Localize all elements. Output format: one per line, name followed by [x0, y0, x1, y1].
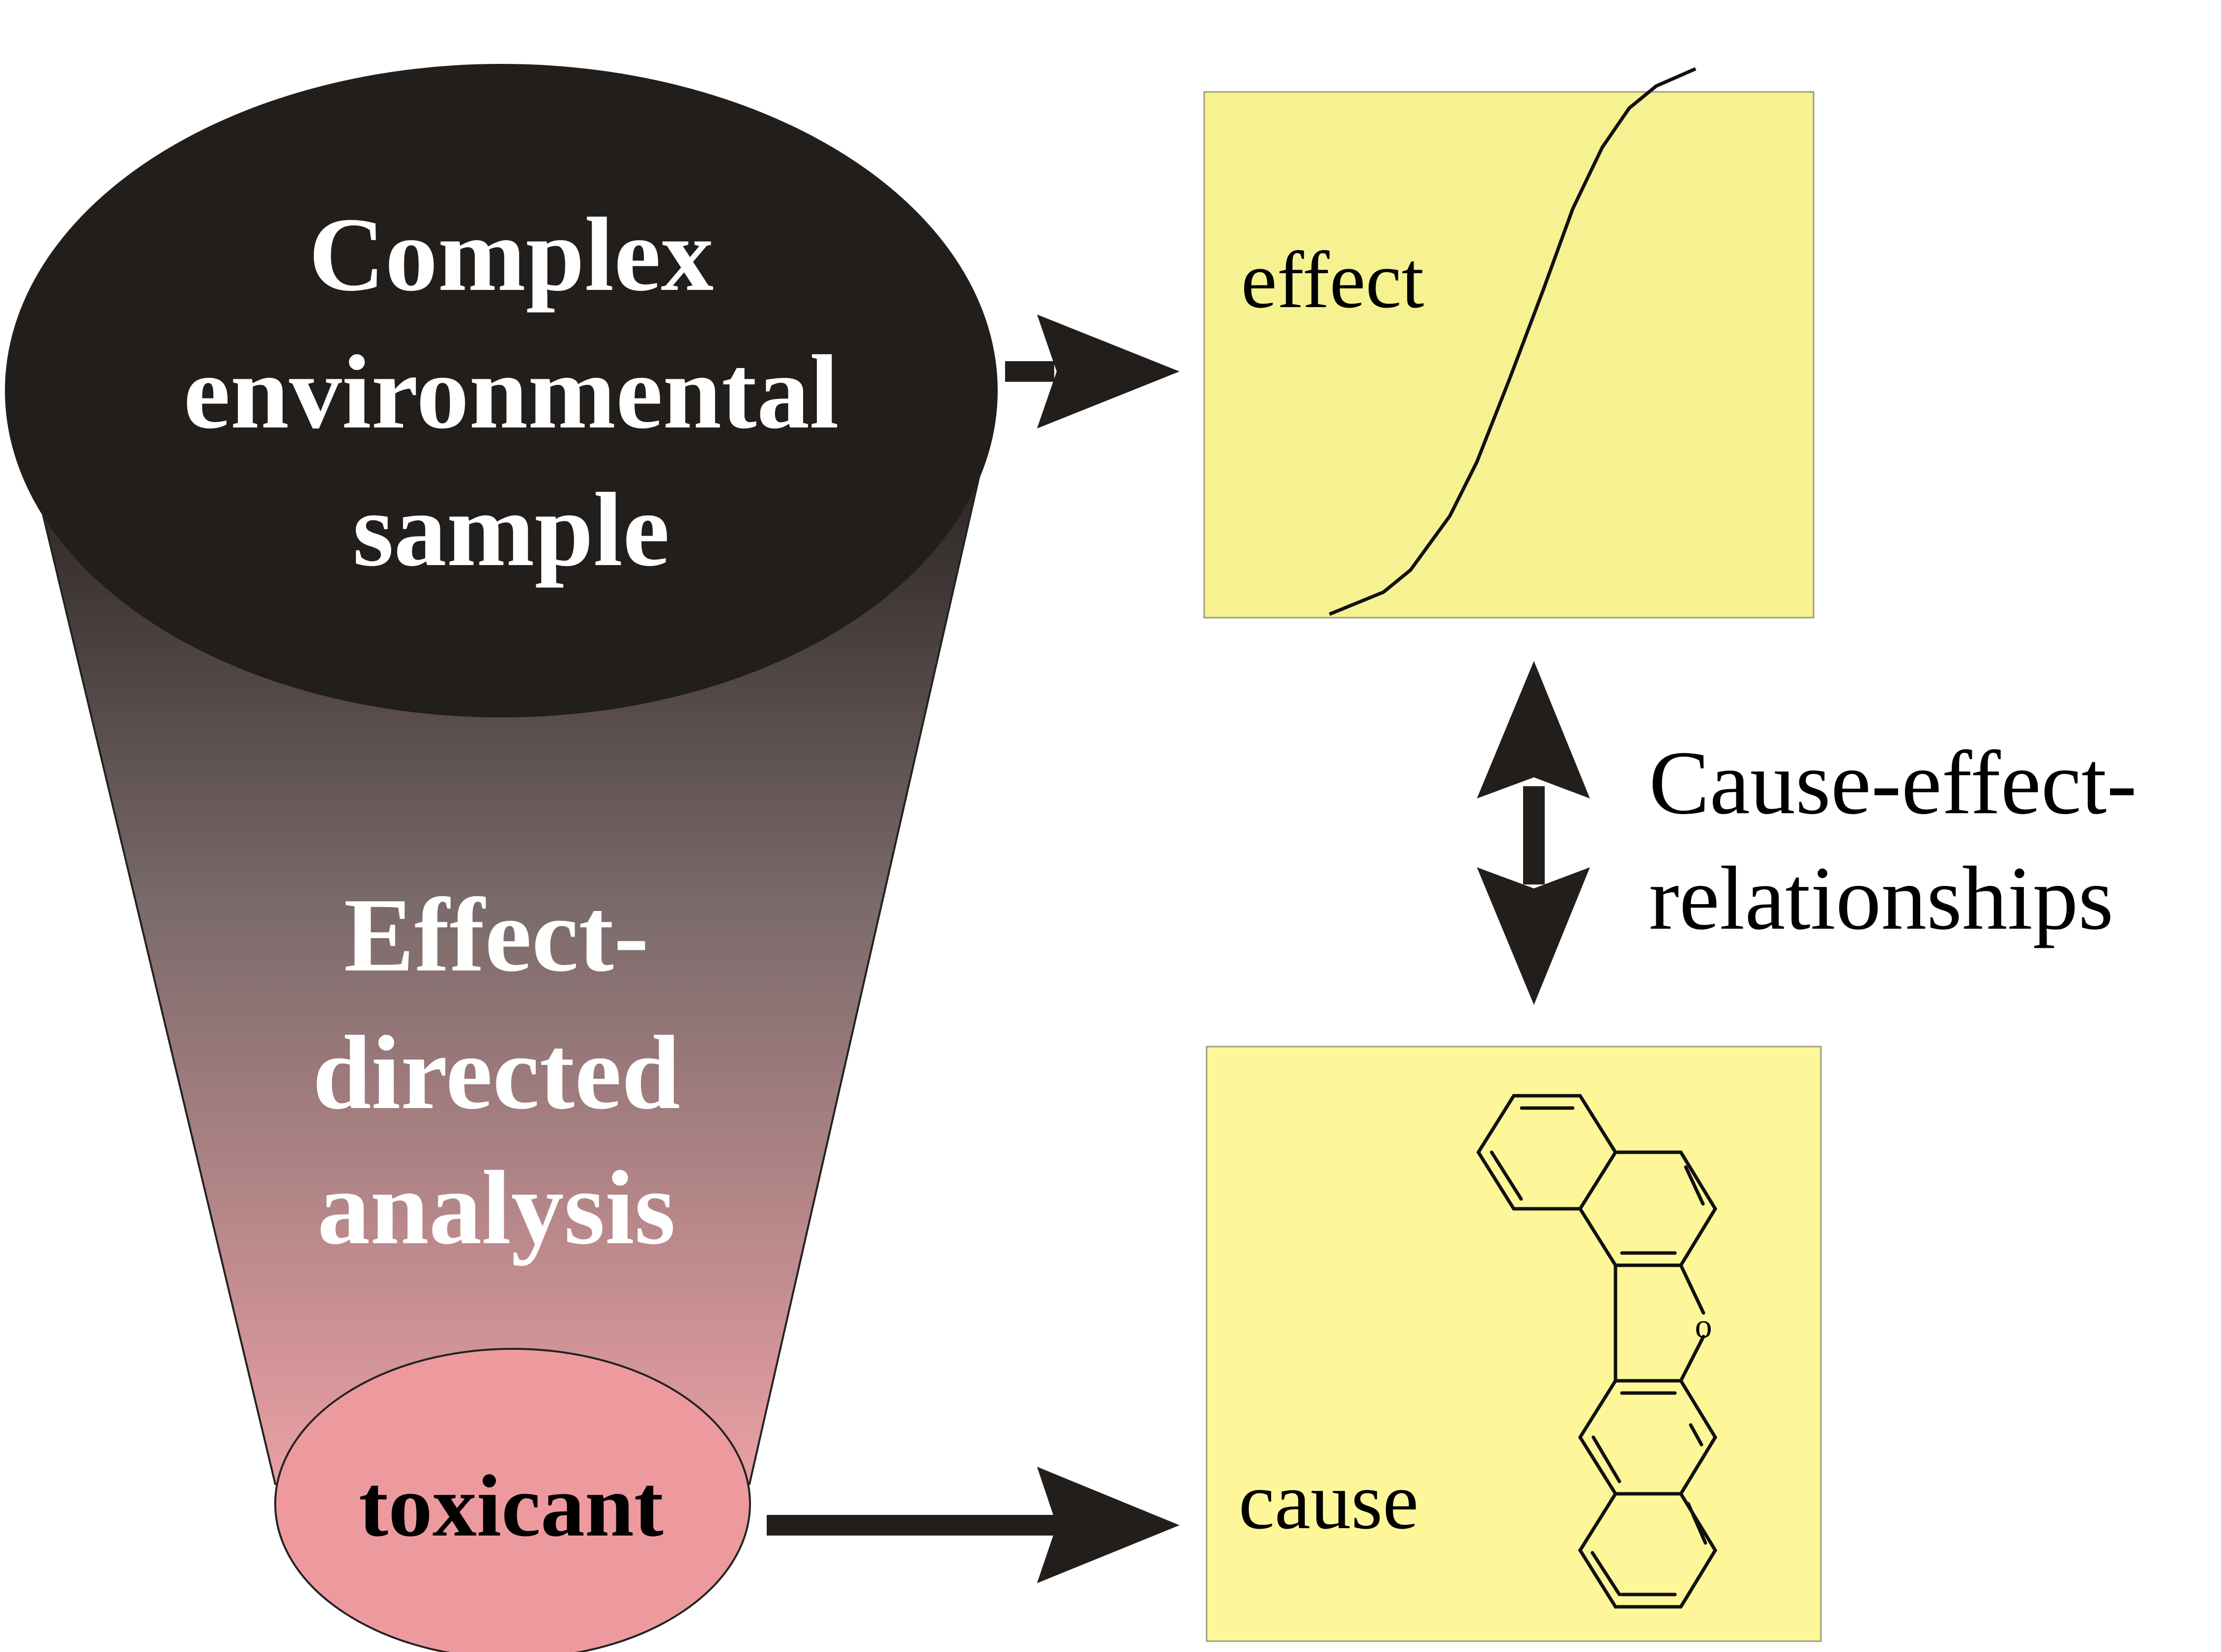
- oxygen-atom-label: o: [1695, 1308, 1712, 1345]
- effect-label: effect: [1241, 235, 1424, 325]
- eda-line-2: directed: [313, 1014, 680, 1131]
- sample-title-line-2: environmental: [183, 333, 839, 451]
- relationship-line-1: Cause-effect-: [1649, 733, 2137, 833]
- effect-box: [1203, 91, 1815, 619]
- toxicant-ellipse: [274, 1348, 751, 1652]
- sample-ellipse: [5, 64, 998, 717]
- cause-box: [1206, 1046, 1822, 1642]
- cause-label: cause: [1239, 1456, 1418, 1546]
- relationship-line-2: relationships: [1649, 848, 2113, 949]
- eda-line-3: analysis: [317, 1149, 676, 1266]
- eda-line-1: Effect-: [344, 876, 649, 994]
- sample-title-line-1: Complex: [309, 196, 714, 313]
- arrow-toxicant-to-cause: [767, 1467, 1180, 1583]
- dose-response-curve: [1328, 67, 1697, 616]
- double-arrow: [1477, 661, 1590, 1005]
- arrow-sample-to-effect: [1005, 314, 1180, 428]
- chemical-structure: [1476, 1094, 1718, 1609]
- toxicant-label: toxicant: [359, 1457, 663, 1555]
- sample-title-line-3: sample: [353, 471, 670, 588]
